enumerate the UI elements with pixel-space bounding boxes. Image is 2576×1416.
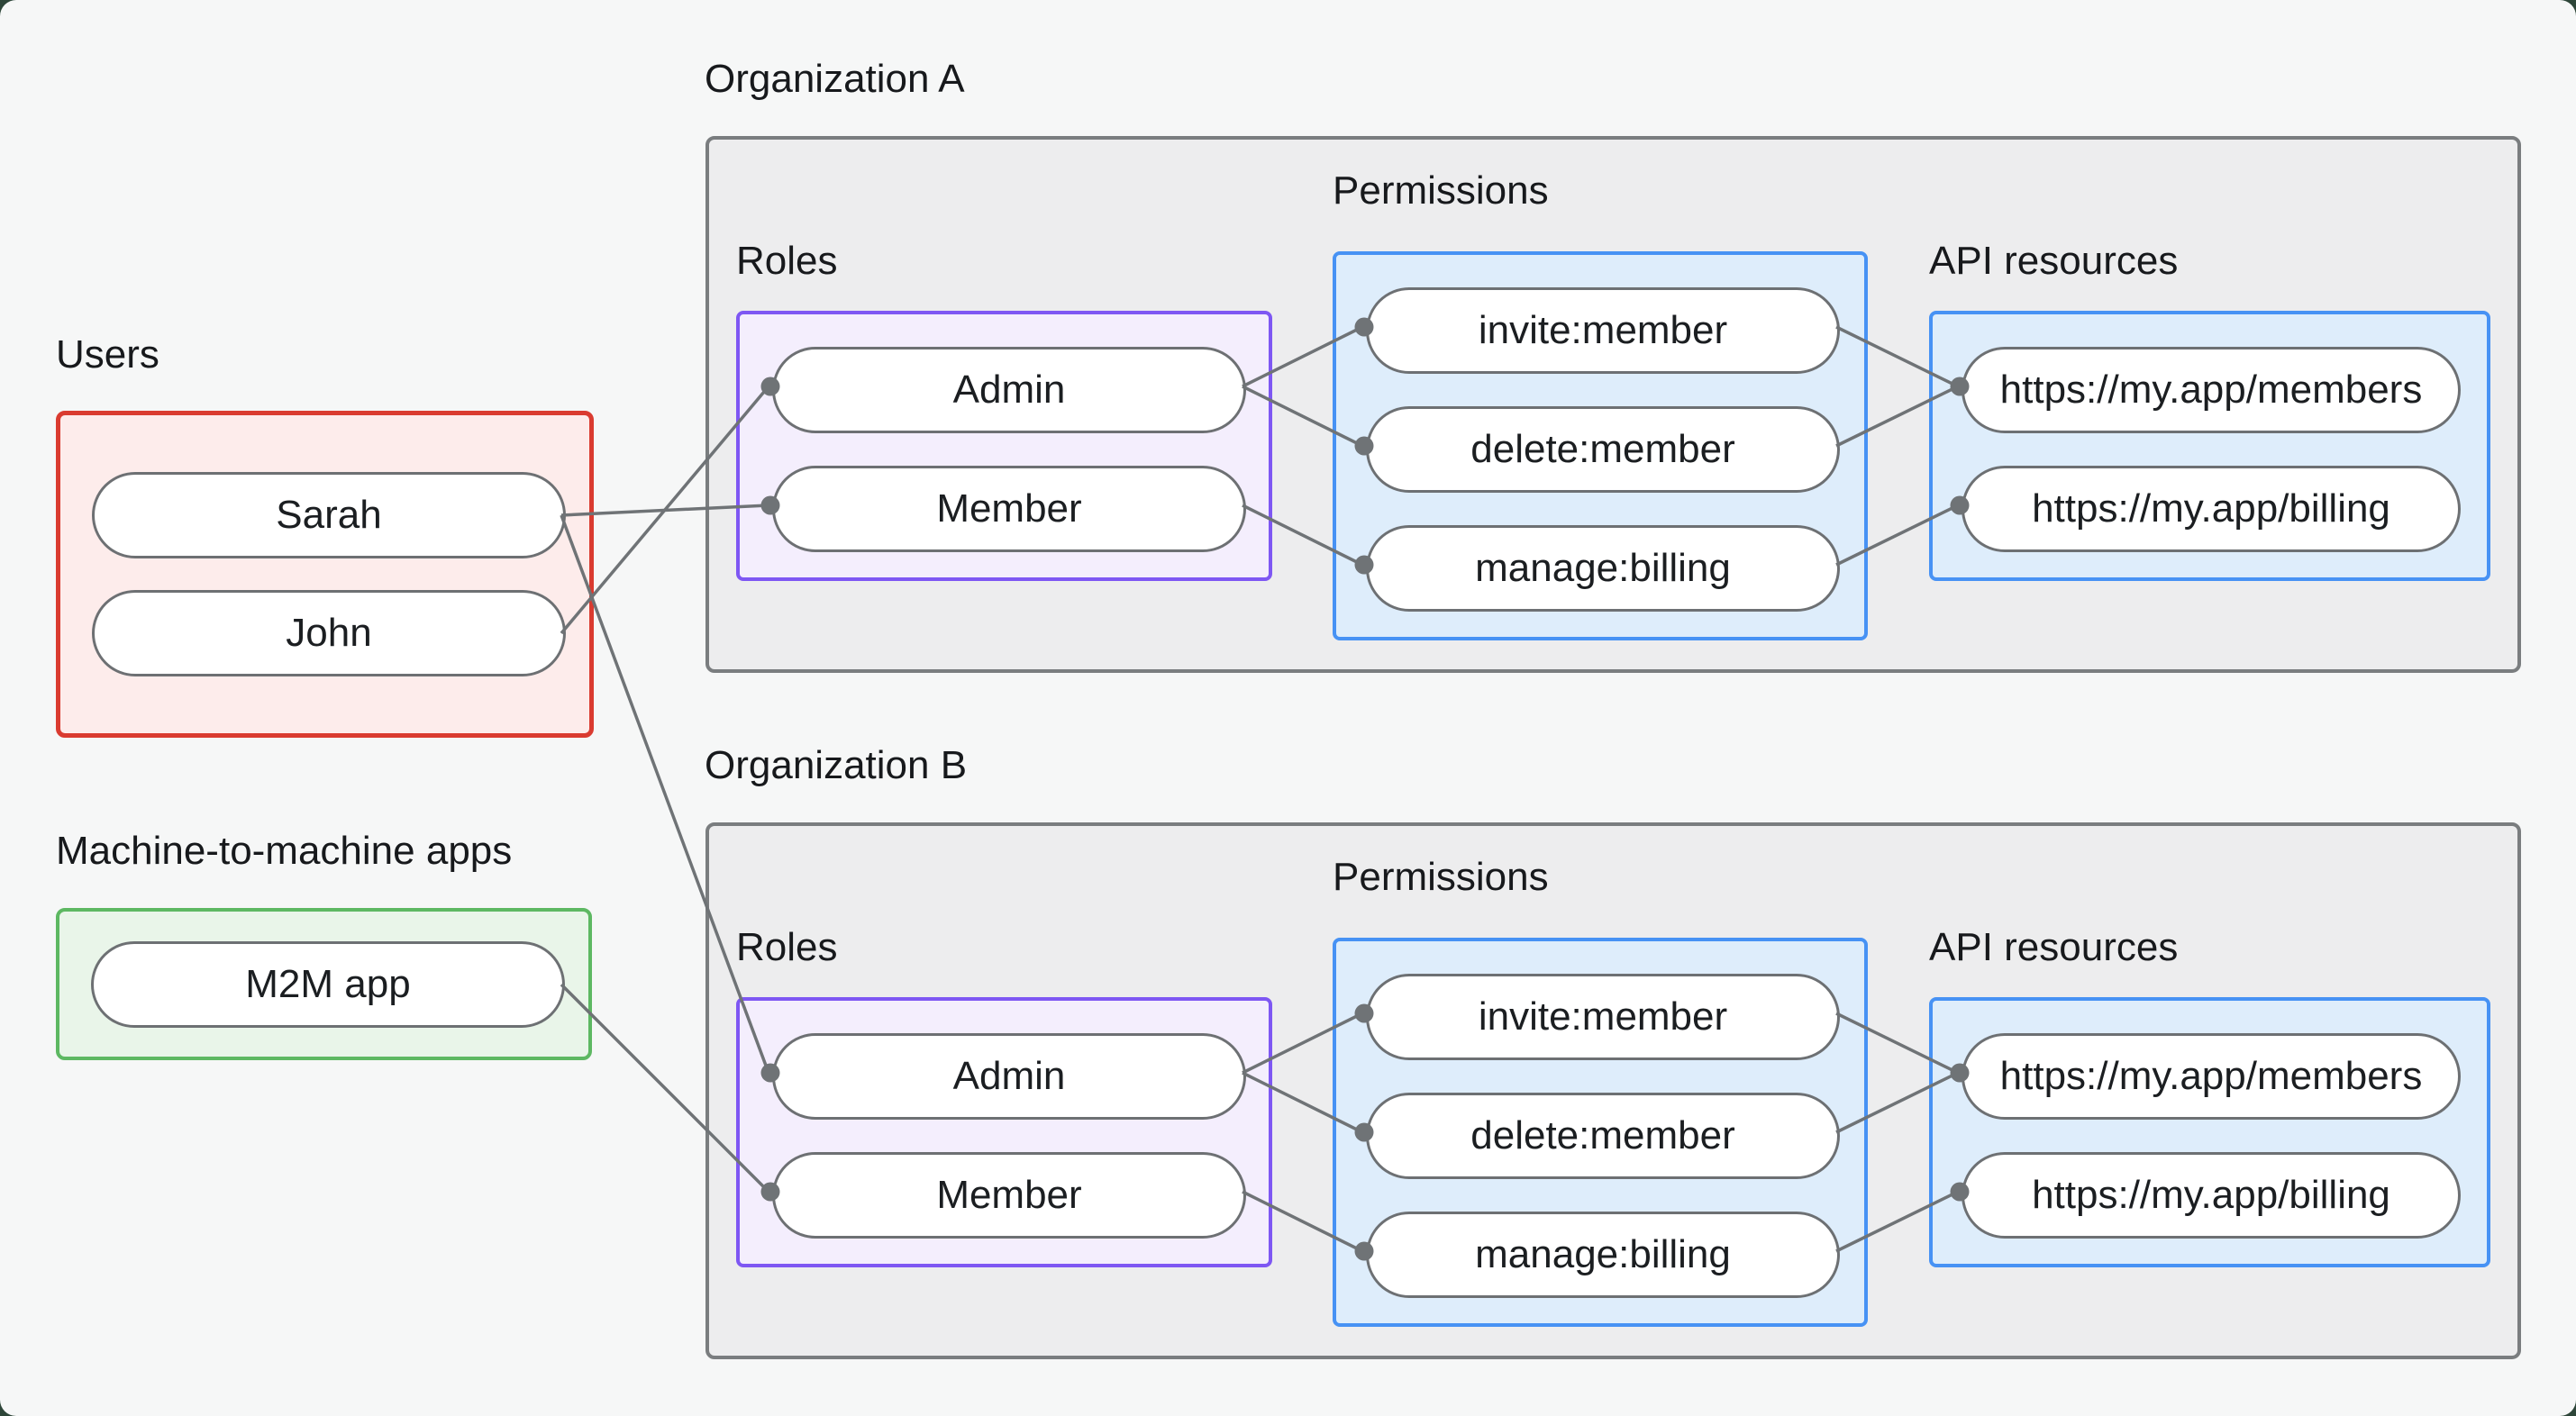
org-a-permission-delete: delete:member: [1366, 406, 1840, 493]
m2m-group-label: Machine-to-machine apps: [56, 829, 513, 873]
org-a-permissions-label: Permissions: [1333, 168, 1549, 213]
org-b-permission-manage: manage:billing: [1366, 1212, 1840, 1298]
org-a-api-billing: https://my.app/billing: [1962, 466, 2461, 552]
org-b: Roles Admin Member Permissions invite:me…: [705, 822, 2521, 1359]
org-a-roles-label: Roles: [736, 239, 838, 283]
org-b-roles-box: Admin Member: [736, 997, 1272, 1267]
org-b-permissions-label: Permissions: [1333, 855, 1549, 899]
org-b-title: Organization B: [705, 743, 968, 787]
org-b-api-box: https://my.app/members https://my.app/bi…: [1929, 997, 2490, 1267]
org-a-title: Organization A: [705, 57, 965, 101]
org-a-api-members: https://my.app/members: [1962, 347, 2461, 433]
org-b-api-label: API resources: [1929, 925, 2179, 969]
org-b-api-billing: https://my.app/billing: [1962, 1152, 2461, 1239]
users-group-box: Sarah John: [56, 411, 594, 738]
org-b-role-member: Member: [772, 1152, 1246, 1239]
org-b-permission-delete: delete:member: [1366, 1093, 1840, 1179]
org-b-permissions-box: invite:member delete:member manage:billi…: [1333, 938, 1868, 1327]
user-node-sarah: Sarah: [92, 472, 566, 558]
org-b-role-admin: Admin: [772, 1033, 1246, 1120]
org-b-permission-invite: invite:member: [1366, 974, 1840, 1060]
users-group-label: Users: [56, 332, 159, 377]
org-b-api-members: https://my.app/members: [1962, 1033, 2461, 1120]
org-a-permission-invite: invite:member: [1366, 287, 1840, 374]
org-a-role-admin: Admin: [772, 347, 1246, 433]
org-a-role-member: Member: [772, 466, 1246, 552]
org-a-api-label: API resources: [1929, 239, 2179, 283]
user-node-john: John: [92, 590, 566, 676]
m2m-app-node: M2M app: [91, 941, 565, 1028]
org-a: Roles Admin Member Permissions invite:me…: [705, 136, 2521, 673]
org-a-permissions-box: invite:member delete:member manage:billi…: [1333, 251, 1868, 640]
org-b-roles-label: Roles: [736, 925, 838, 969]
org-a-api-box: https://my.app/members https://my.app/bi…: [1929, 311, 2490, 581]
org-a-permission-manage: manage:billing: [1366, 525, 1840, 612]
org-a-roles-box: Admin Member: [736, 311, 1272, 581]
m2m-group-box: M2M app: [56, 908, 592, 1060]
